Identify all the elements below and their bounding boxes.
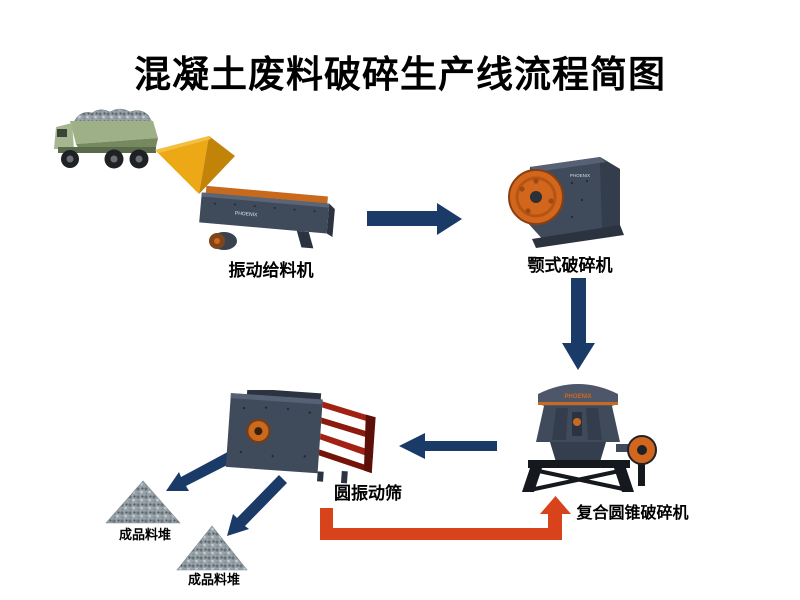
screen-label: 圆振动筛 — [334, 484, 402, 503]
feeder-label: 振动给料机 — [228, 261, 314, 280]
arrow-jaw-to-cone — [562, 278, 595, 370]
dump-truck-icon — [50, 104, 175, 170]
brand-mark: PHOENIX — [235, 210, 259, 218]
pile1-label: 成品料堆 — [118, 527, 171, 542]
page-title: 混凝土废料破碎生产线流程简图 — [134, 54, 666, 95]
arrow-screen-to-pile1 — [166, 447, 243, 491]
return-arrow-screen-to-cone — [320, 496, 571, 540]
brand-mark: PHOENIX — [570, 173, 590, 178]
jaw-crusher-label: 颚式破碎机 — [527, 256, 613, 275]
brand-mark: PHOENIX — [564, 394, 591, 400]
pile2-label: 成品料堆 — [187, 572, 240, 587]
cone-crusher-label: 复合圆锥破碎机 — [576, 505, 689, 522]
arrow-cone-to-screen — [399, 433, 497, 459]
product-pile-icon — [175, 524, 249, 572]
product-pile-icon — [104, 479, 182, 525]
jaw-crusher-icon: PHOENIX — [502, 155, 628, 250]
vibrating-feeder-icon: PHOENIX — [194, 186, 336, 254]
vibrating-screen-icon — [224, 390, 376, 486]
hopper-funnel-icon — [153, 136, 237, 198]
cone-crusher-icon: PHOENIX — [520, 378, 658, 498]
arrow-screen-to-pile2 — [227, 475, 287, 536]
arrow-feeder-to-jaw — [367, 203, 462, 235]
